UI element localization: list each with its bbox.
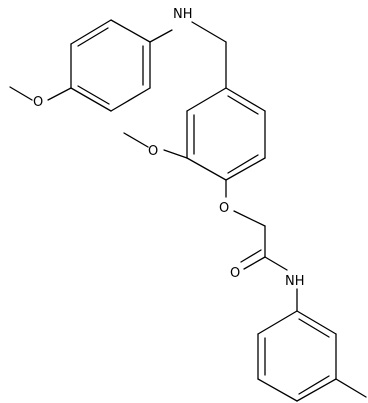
bond-ring-nh <box>149 29 173 43</box>
atom-label-nh-amine: NH <box>173 7 193 22</box>
central-benzene-ring <box>186 87 266 181</box>
atom-label-o-methoxy-mid: O <box>148 144 158 159</box>
bond-nh-ch2 <box>191 21 227 43</box>
bond-tolyl-methyl <box>335 378 367 398</box>
bond-o-methyl-left <box>9 86 33 101</box>
atom-label-o-ether: O <box>219 201 229 216</box>
atom-label-o-carbonyl: O <box>230 266 240 281</box>
bond-ring-o-left <box>47 87 72 101</box>
bond-carbonyl-double-a <box>243 256 266 270</box>
bond-carbonyl-double-b <box>240 249 262 263</box>
methoxyphenyl-ring-left <box>70 19 151 112</box>
tolyl-ring-bottom <box>257 310 337 402</box>
bond-carbonyl-nh <box>264 256 288 271</box>
bond-ring-o-mid <box>163 149 188 159</box>
bond-o-ch2-ether <box>233 210 266 227</box>
atom-label-o-methoxy-left: O <box>33 95 43 110</box>
atom-label-nh-amide: NH <box>285 274 305 289</box>
bond-o-methyl-mid <box>123 132 149 148</box>
